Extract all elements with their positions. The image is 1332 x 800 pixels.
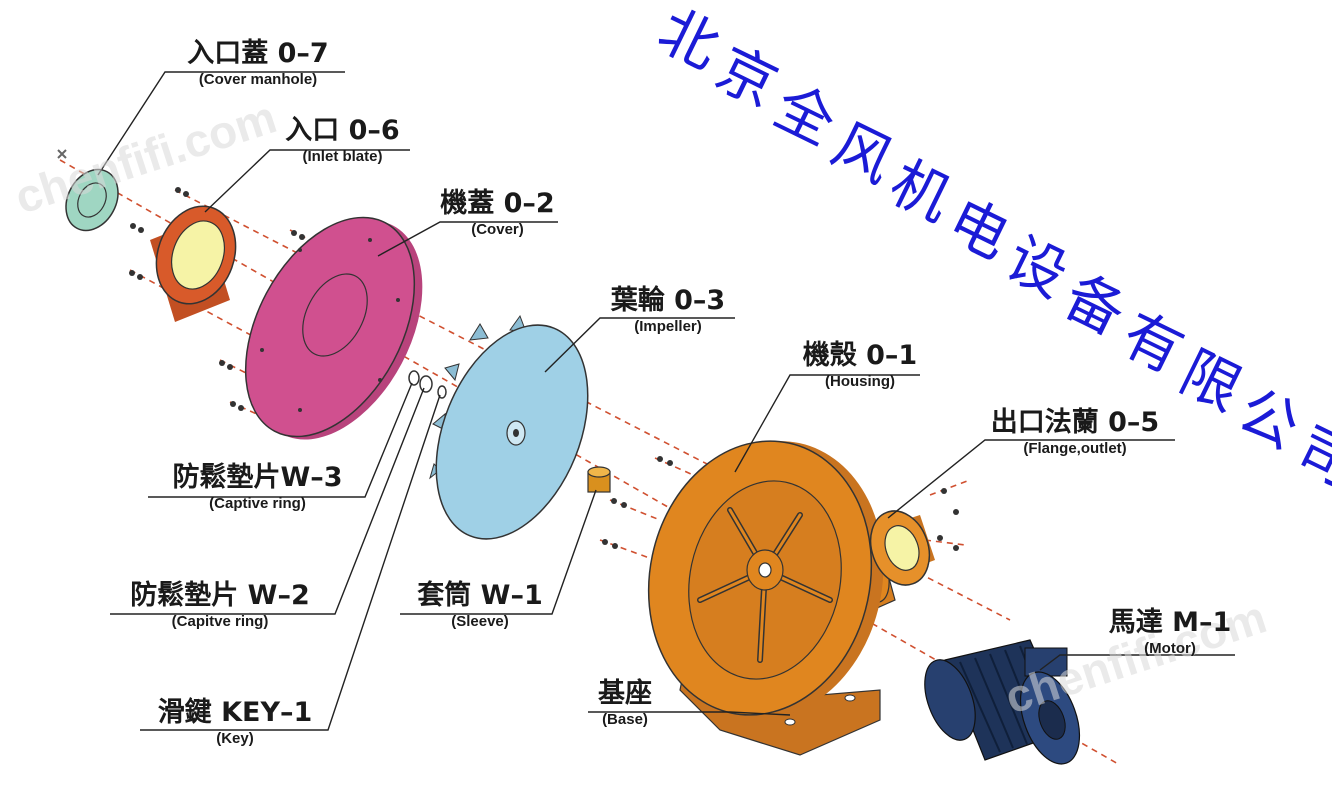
label-housing: 機殼 0–1 (Housing): [790, 340, 930, 392]
label-key: 滑鍵 KEY–1 (Key): [140, 697, 330, 749]
leader-lines: [97, 71, 1235, 731]
label-cn: 葉輪 0–3: [610, 285, 726, 316]
label-cn: 入口 0–6: [285, 115, 400, 146]
label-impeller: 葉輪 0–3 (Impeller): [598, 285, 738, 337]
label-cover: 機蓋 0–2 (Cover): [430, 188, 565, 240]
label-captive-ring: 防鬆墊片W–3 (Captive ring): [150, 462, 365, 514]
label-en: (Sleeve): [451, 613, 509, 630]
label-sleeve: 套筒 W–1 (Sleeve): [400, 580, 560, 632]
label-en: (Cover): [471, 221, 524, 238]
label-en: (Base): [602, 711, 648, 728]
flange-outlet-part: [869, 510, 935, 586]
label-cn: 出口法蘭 0–5: [990, 407, 1160, 438]
label-en: (Key): [216, 730, 254, 747]
label-en: (Flange,outlet): [1023, 440, 1127, 457]
housing-part: [647, 440, 896, 756]
label-cn: 套筒 W–1: [417, 580, 543, 611]
bolts: [129, 187, 959, 551]
label-capitve-ring: 防鬆墊片 W–2 (Capitve ring): [105, 580, 335, 632]
label-cn: 馬達 M–1: [1108, 607, 1232, 638]
label-cn: 基座: [598, 678, 652, 709]
label-cn: 防鬆墊片W–3: [172, 462, 343, 493]
washers: [408, 370, 447, 399]
label-en: (Capitve ring): [171, 613, 269, 630]
motor-part: [924, 639, 1081, 765]
label-cn: 滑鍵 KEY–1: [157, 697, 313, 728]
label-cover-manhole: 入口蓋 0–7 (Cover manhole): [168, 38, 348, 90]
cover-manhole-part: [57, 149, 119, 232]
label-motor: 馬達 M–1 (Motor): [1095, 607, 1245, 659]
impeller-part: [429, 314, 589, 540]
label-cn: 機蓋 0–2: [440, 188, 555, 219]
cover-part: [244, 216, 423, 440]
label-en: (Motor): [1144, 640, 1196, 657]
label-cn: 防鬆墊片 W–2: [130, 580, 310, 611]
label-flange-outlet: 出口法蘭 0–5 (Flange,outlet): [970, 407, 1180, 459]
label-en: (Inlet blate): [302, 148, 383, 165]
label-inlet-blate: 入口 0–6 (Inlet blate): [270, 115, 415, 167]
label-cn: 機殼 0–1: [802, 340, 918, 371]
label-en: (Impeller): [634, 318, 702, 335]
label-cn: 入口蓋 0–7: [187, 38, 329, 69]
label-en: (Captive ring): [209, 495, 306, 512]
sleeve-part: [587, 466, 611, 493]
inlet-blate-part: [150, 205, 237, 322]
label-en: (Cover manhole): [198, 71, 318, 88]
label-en: (Housing): [825, 373, 895, 390]
label-base: 基座 (Base): [585, 678, 665, 730]
